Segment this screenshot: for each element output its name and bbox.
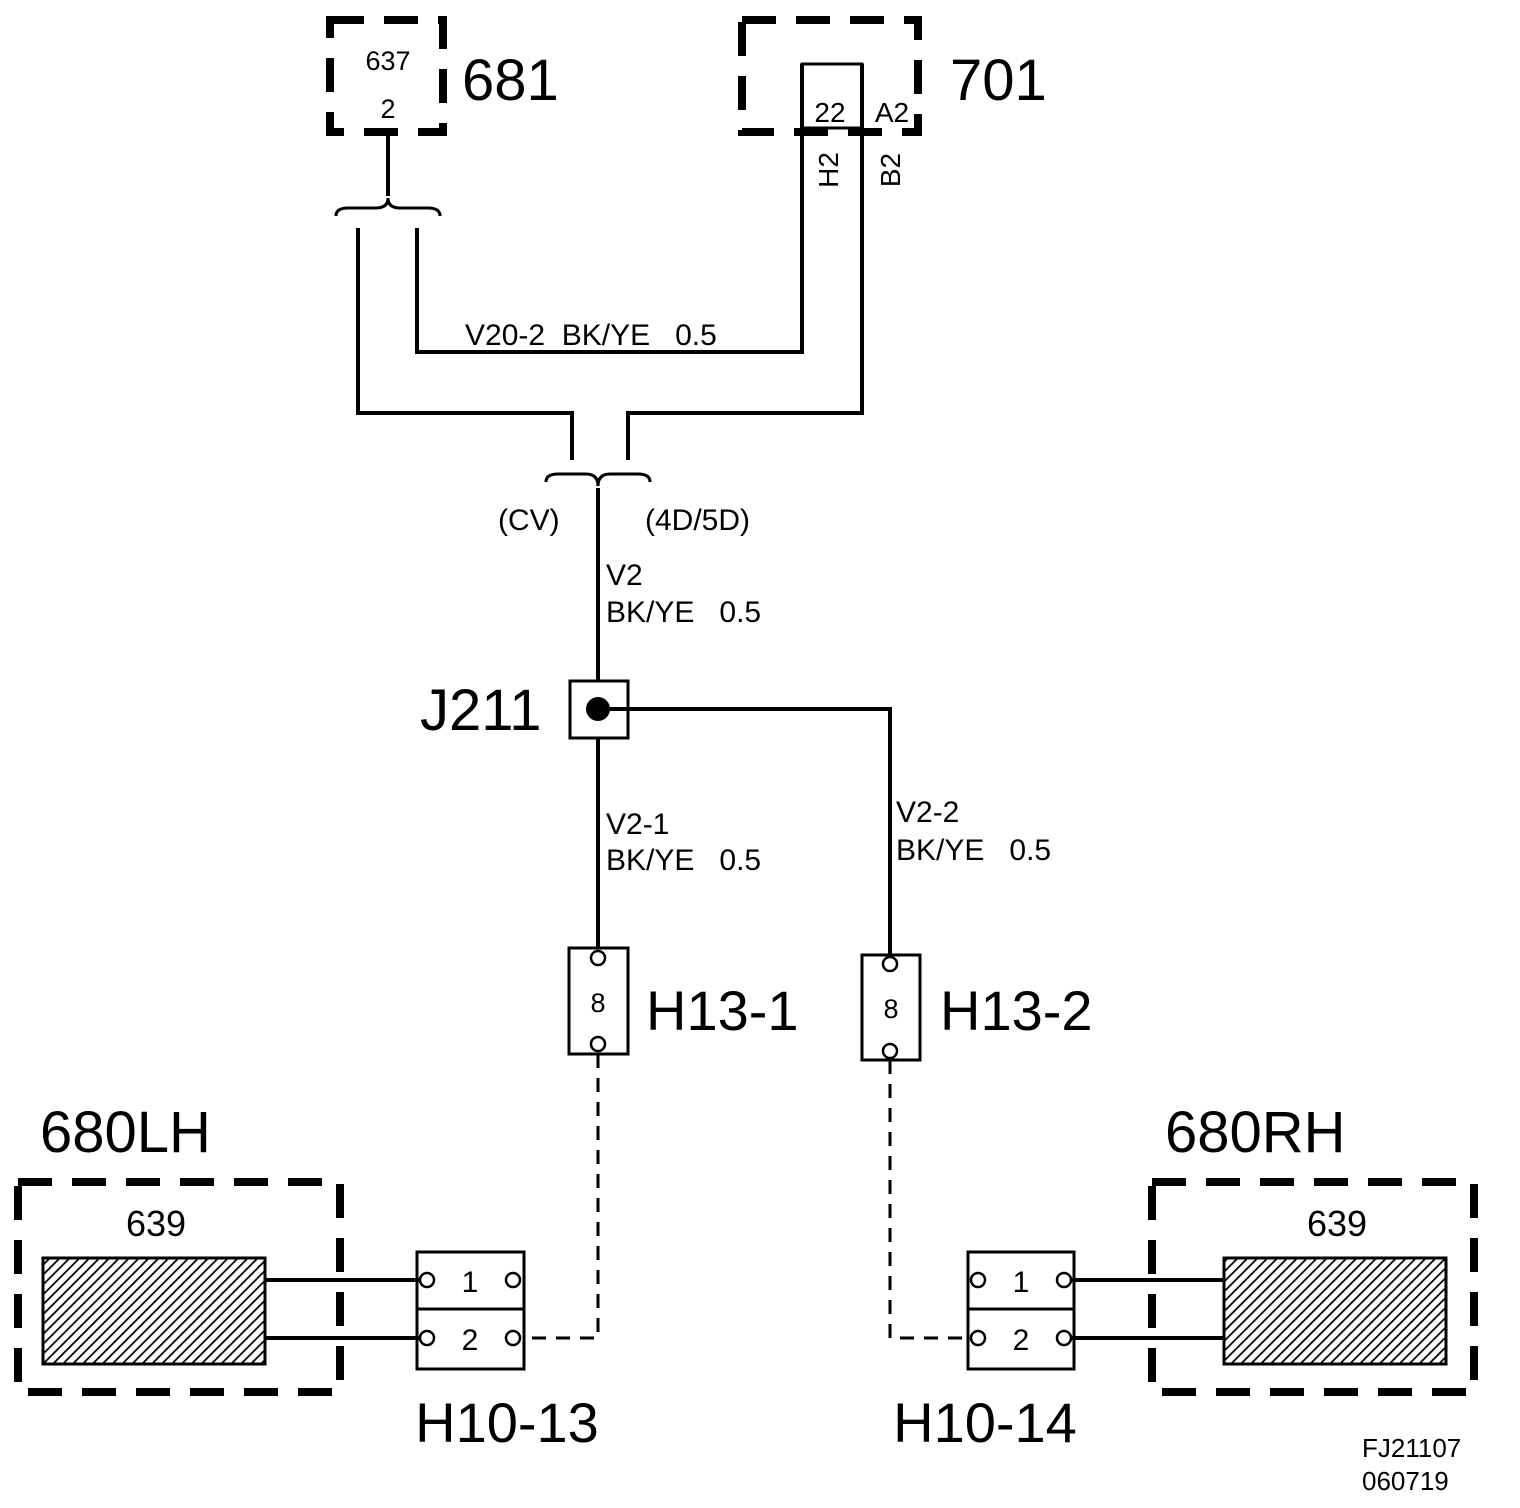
connector-h10-14-pin-2-left (969, 1329, 987, 1347)
connector-h10-13: 1 2 H10-13 (415, 1250, 599, 1454)
variant-label-4d5d: (4D/5D) (645, 504, 750, 537)
wire-label-v2-1-id: V2-1 (606, 808, 669, 841)
variant-label-cv: (CV) (498, 504, 560, 537)
connector-h10-14-pin-2: 2 (1013, 1324, 1030, 1357)
component-681-label: 681 (462, 48, 559, 113)
wire-label-v2-1-spec: BK/YE 0.5 (606, 844, 761, 877)
connector-h13-2-body (860, 953, 922, 1062)
wire-label-v2-2-id: V2-2 (896, 796, 959, 829)
component-701-pin-22: 22 (814, 97, 845, 128)
component-680rh-label: 680RH (1165, 1100, 1346, 1165)
connector-h13-1-pin-in (589, 949, 607, 967)
component-701-label: 701 (950, 48, 1047, 113)
component-680rh-heating-element (1222, 1256, 1448, 1366)
component-681-pin-2: 2 (380, 94, 395, 124)
dashed-wire-left (524, 1054, 600, 1340)
junction-j211-node (586, 697, 610, 721)
connector-h10-14-pin-1: 1 (1013, 1266, 1030, 1299)
junction-j211: J211 (420, 678, 630, 743)
component-681-pin-637: 637 (365, 46, 410, 76)
component-680lh-heating-element (41, 1256, 267, 1366)
connector-h10-14: 1 2 H10-14 (893, 1250, 1077, 1454)
connector-h10-13-pin-1-left (418, 1271, 436, 1289)
splice-brace-681 (334, 197, 442, 217)
connector-h13-1-label: H13-1 (646, 979, 799, 1042)
component-701-outline (738, 16, 922, 136)
splice-brace-v2 (544, 472, 652, 487)
connector-h13-2: 8 H13-2 (860, 953, 1093, 1062)
branch-wiring: V2-1 BK/YE 0.5 V2-2 BK/YE 0.5 (596, 707, 1051, 955)
connector-h13-1: 8 H13-1 (567, 946, 799, 1056)
component-680rh-element-number: 639 (1307, 1203, 1367, 1244)
component-681-outline (326, 16, 447, 136)
connector-h10-14-pin-1-right (1055, 1271, 1073, 1289)
component-701: 22 A2 701 H2 B2 (738, 16, 1047, 188)
dashed-wire-right (888, 1060, 968, 1340)
connector-h10-13-pin-2-left (418, 1329, 436, 1347)
diagram-code: FJ21107 (1362, 1433, 1461, 1463)
connector-h13-2-pin-in (881, 955, 899, 973)
connector-h10-13-pin-1-right (504, 1271, 522, 1289)
component-680rh: 680RH 639 (1071, 1100, 1478, 1396)
connector-h10-14-pin-2-right (1055, 1329, 1073, 1347)
connector-h13-2-pin-number: 8 (883, 994, 898, 1024)
wire-4d5d-branch (626, 64, 864, 460)
connector-h13-2-pin-out (881, 1042, 899, 1060)
wire-label-v2-2-spec: BK/YE 0.5 (896, 834, 1051, 867)
upper-wiring: V20-2 BK/YE 0.5 (CV) (4D/5D) V2 BK/YE 0.… (334, 64, 864, 684)
component-680lh-label: 680LH (40, 1100, 211, 1165)
component-681: 637 2 681 (326, 16, 559, 136)
wire-label-b2: B2 (875, 153, 906, 187)
wire-v20-2 (415, 64, 804, 354)
wire-label-v2-spec: BK/YE 0.5 (606, 596, 761, 629)
connector-h13-1-pin-number: 8 (590, 988, 605, 1018)
component-701-pin-a2: A2 (875, 97, 909, 128)
component-680lh-element-number: 639 (126, 1203, 186, 1244)
connector-h10-14-pin-1-left (969, 1271, 987, 1289)
wire-label-v20-2: V20-2 BK/YE 0.5 (465, 319, 717, 352)
connector-h10-13-pin-1: 1 (462, 1266, 479, 1299)
junction-j211-label: J211 (420, 678, 541, 743)
connector-h10-13-pin-2-right (504, 1329, 522, 1347)
connector-h10-13-label: H10-13 (415, 1391, 599, 1454)
connector-h13-2-label: H13-2 (940, 979, 1093, 1042)
wire-label-v2-id: V2 (606, 559, 643, 592)
connector-h10-13-pin-2: 2 (462, 1324, 479, 1357)
connector-h13-1-pin-out (589, 1035, 607, 1053)
diagram-date: 060719 (1362, 1466, 1449, 1496)
wire-cv-branch (356, 228, 574, 460)
component-680lh: 680LH 639 (14, 1100, 420, 1396)
connector-h10-14-label: H10-14 (893, 1391, 1077, 1454)
wire-label-h2: H2 (813, 152, 844, 188)
wire-v2-2 (610, 707, 892, 955)
